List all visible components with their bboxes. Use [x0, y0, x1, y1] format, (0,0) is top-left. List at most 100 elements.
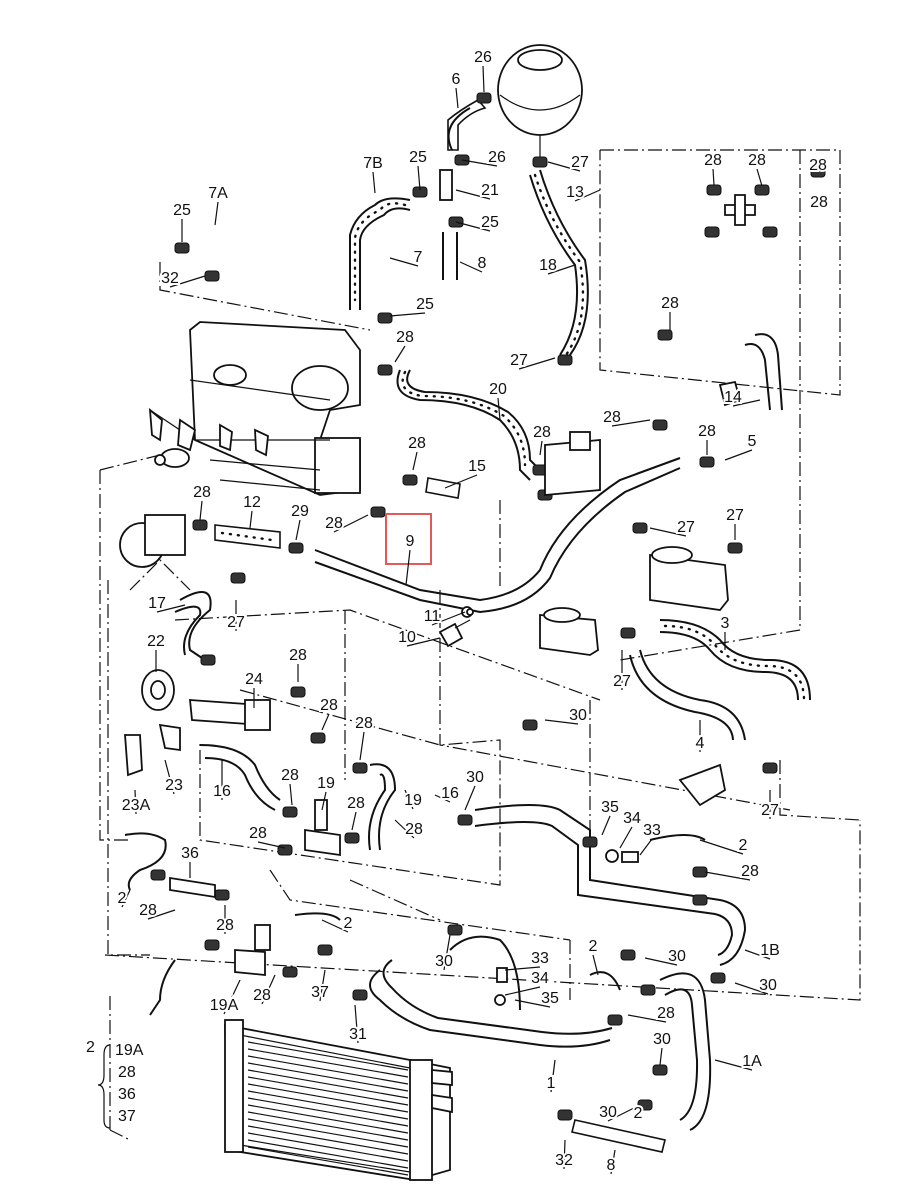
callout-label-c7: 7 [414, 249, 423, 266]
callout-label-c28c: 28 [809, 157, 827, 174]
hose-clamp [288, 542, 304, 554]
hose-clamp [557, 354, 573, 366]
leader-line-c11 [431, 611, 466, 626]
leader-line-c27a [547, 161, 581, 172]
callout-label-c27b: 27 [510, 352, 528, 369]
legend-item-2: 36 [118, 1086, 136, 1103]
callout-label-c21: 21 [481, 182, 499, 199]
radiator-fin [247, 1125, 409, 1155]
leader-line-c23 [164, 759, 175, 795]
leader-line-c30f [659, 1047, 663, 1066]
engine-block [149, 321, 361, 496]
legend-item-1: 28 [118, 1064, 136, 1081]
callout-label-c33a: 33 [643, 822, 661, 839]
engine-fittings [119, 407, 269, 568]
callout-label-c14: 14 [724, 389, 742, 406]
leader-line-c28j [412, 451, 418, 471]
callout-label-c28l: 28 [325, 515, 343, 532]
callout-label-c33b: 33 [531, 950, 549, 967]
callout-label-c28n: 28 [320, 697, 338, 714]
leader-line-c25b [455, 221, 491, 232]
callout-label-c18: 18 [539, 257, 557, 274]
callout-label-c36: 36 [181, 845, 199, 862]
leader-line-c1B [744, 949, 771, 960]
callout-label-c28p: 28 [281, 767, 299, 784]
callout-label-c27e: 27 [227, 614, 245, 631]
callout-label-c2e: 2 [634, 1105, 643, 1122]
callout-label-c25d: 25 [416, 296, 434, 313]
hose-clamp [762, 762, 778, 774]
hose-clamp [352, 989, 368, 1001]
leader-line-c28k [199, 500, 203, 521]
leader-line-c30d [443, 934, 451, 971]
hose-clamp [582, 836, 598, 848]
leader-line-c16b [434, 794, 451, 803]
hose-clamp [476, 92, 492, 104]
leader-line-c28g [611, 419, 651, 427]
leader-line-c35b [514, 999, 551, 1008]
callout-label-c8a: 8 [478, 255, 487, 272]
leader-line-c30g [607, 1104, 641, 1122]
leader-line-c30a [544, 719, 579, 725]
callout-label-c16a: 16 [213, 783, 231, 800]
leader-line-c10 [406, 637, 441, 647]
leader-line-c20 [497, 397, 501, 421]
hose-clamp [344, 832, 360, 844]
oil-cooler [539, 546, 729, 656]
callout-label-c19A: 19A [210, 997, 239, 1014]
callout-label-c26a: 26 [474, 49, 492, 66]
leader-line-c28i [539, 440, 543, 456]
callout-label-c28o: 28 [355, 715, 373, 732]
callout-label-c28u: 28 [139, 902, 157, 919]
hose-clamp [290, 686, 306, 698]
leader-line-c28b [756, 168, 763, 187]
callout-label-c30b: 30 [466, 769, 484, 786]
leader-line-c7A [214, 201, 219, 226]
hose-clamp [174, 242, 190, 254]
callout-label-c28j: 28 [408, 435, 426, 452]
hose-clamp [692, 894, 708, 906]
callout-label-c23: 23 [165, 777, 183, 794]
callout-label-c32b: 32 [555, 1152, 573, 1169]
hose-clamp [637, 1099, 653, 1111]
callout-label-c2b: 2 [118, 890, 127, 907]
callout-label-c19b: 19 [404, 792, 422, 809]
callout-label-c13: 13 [566, 184, 584, 201]
leader-line-c28l [333, 514, 369, 533]
radiator-fin [247, 1062, 409, 1092]
leader-line-c19b [404, 789, 414, 810]
callout-label-c35a: 35 [601, 799, 619, 816]
callout-label-c30a: 30 [569, 707, 587, 724]
leader-line-c28n [321, 713, 330, 731]
callout-label-c19: 19 [317, 775, 335, 792]
hose-clamp [282, 966, 298, 978]
expansion-tank [447, 44, 583, 158]
leader-lines [121, 65, 771, 1175]
hose-clamp [402, 474, 418, 486]
leader-line-c28e [394, 345, 406, 363]
callout-label-c28m: 28 [289, 647, 307, 664]
hose-clamp [370, 506, 386, 518]
leader-line-c28u [147, 909, 176, 920]
legend-lead: 2 [86, 1039, 95, 1056]
leader-line-c1 [550, 1059, 556, 1093]
hose-clamp [699, 456, 715, 468]
hose-clamp [352, 762, 368, 774]
radiator-fin [247, 1132, 409, 1162]
callout-label-c2c: 2 [344, 915, 353, 932]
callout-label-c30f: 30 [653, 1031, 671, 1048]
callout-label-c17: 17 [148, 595, 166, 612]
hose-clamp [532, 156, 548, 168]
radiator-fin [247, 1048, 409, 1078]
callout-label-c25c: 25 [173, 202, 191, 219]
callout-label-c1: 1 [547, 1075, 556, 1092]
leader-line-c2b [121, 889, 131, 908]
radiator-fin [247, 1090, 409, 1120]
hose-clamp [810, 166, 826, 178]
hose-clamp [652, 1064, 668, 1076]
leader-line-c26b [461, 159, 498, 167]
callout-label-c1B: 1B [760, 942, 780, 959]
leader-line-c7B [372, 171, 376, 194]
callout-label-c28w: 28 [657, 1005, 675, 1022]
